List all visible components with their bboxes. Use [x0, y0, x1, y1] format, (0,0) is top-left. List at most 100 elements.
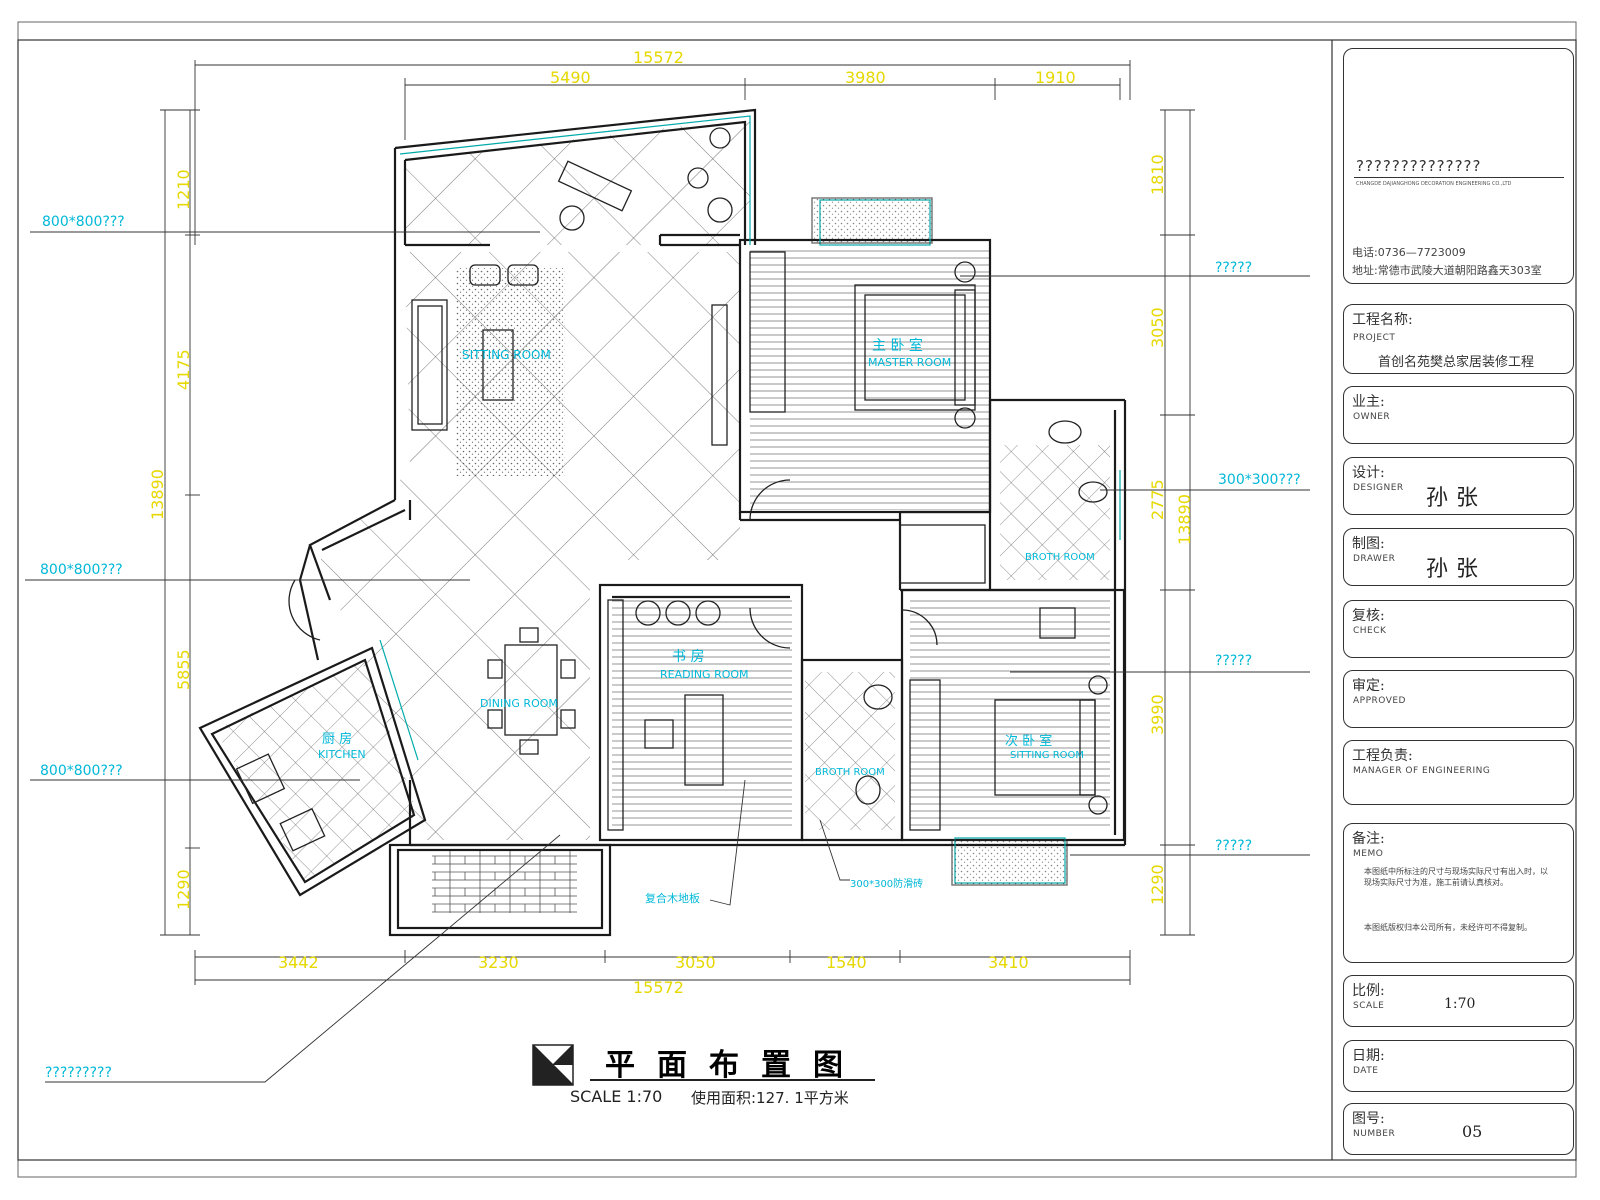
dim-left-part: 5855	[174, 649, 193, 690]
balcony-top-floor	[405, 118, 750, 245]
living-rug	[455, 268, 565, 476]
drawing-area: 使用面积:127. 1平方米	[691, 1089, 849, 1107]
dim-right-part: 2775	[1148, 479, 1167, 520]
scale-label-en: SCALE	[1353, 1001, 1385, 1011]
drawer-box: 制图: DRAWER 孙张	[1343, 528, 1574, 586]
dim-bottom-part: 3050	[675, 953, 716, 972]
room-label-living: SITTING ROOM	[462, 348, 551, 362]
memo-box: 备注: MEMO 本图纸中所标注的尺寸与现场实际尺寸有出入时，以现场实际尺寸为准…	[1343, 823, 1574, 963]
plant-icon	[707, 197, 733, 223]
bath1-floor	[1000, 445, 1110, 580]
bath1-toilet	[1078, 481, 1108, 503]
annotation-floor-tile: 800*800???	[40, 763, 123, 779]
room-label-reading-cn: 书 房	[672, 649, 705, 665]
bath1-sink	[1048, 420, 1082, 444]
dim-bottom-part: 3410	[988, 953, 1029, 972]
project-label-en: PROJECT	[1353, 333, 1396, 343]
approved-label: 审定:	[1352, 678, 1385, 694]
memo-label-en: MEMO	[1353, 849, 1384, 859]
memo-text: 本图纸中所标注的尺寸与现场实际尺寸有出入时，以现场实际尺寸为准，施工前请认真核对…	[1364, 867, 1548, 887]
dim-right-part: 3050	[1148, 307, 1167, 348]
dim-top-total: 15572	[633, 48, 684, 67]
annotation-balcony: ?????????	[45, 1065, 112, 1081]
room-label-bath2: BROTH ROOM	[815, 767, 885, 778]
number-box: 图号: NUMBER 05	[1343, 1103, 1574, 1155]
kitchen-stove	[235, 753, 286, 805]
approved-label-en: APPROVED	[1353, 696, 1406, 706]
room-label-second: SITTING ROOM	[1010, 750, 1085, 761]
kitchen-sink	[279, 807, 326, 852]
number-value: 05	[1462, 1122, 1483, 1141]
dim-right-total: 13890	[1175, 494, 1194, 545]
dim-top-part: 3980	[845, 68, 886, 87]
dim-right-part: 3990	[1148, 694, 1167, 735]
date-box: 日期: DATE	[1343, 1040, 1574, 1092]
dim-top-part: 5490	[550, 68, 591, 87]
furniture	[235, 127, 1108, 852]
bath2-toilet	[855, 775, 881, 805]
plan-floor	[215, 118, 1110, 913]
note-antislip-tile: 300*300防滑砖	[850, 879, 924, 890]
designer-label-en: DESIGNER	[1353, 483, 1404, 493]
kitchen-floor	[215, 660, 418, 880]
dining-table	[504, 644, 558, 736]
check-box: 复核: CHECK	[1343, 600, 1574, 658]
number-label: 图号:	[1352, 1111, 1385, 1127]
tv-cabinet	[711, 304, 728, 446]
dim-left-total: 13890	[148, 469, 167, 520]
sheet-inner-frame	[17, 39, 1577, 1161]
drawing-scale: SCALE 1:70	[570, 1087, 663, 1106]
company-box: ?????????????? CHANGDE DAJIANGHONG DECOR…	[1343, 48, 1574, 284]
memo-text: 本图纸版权归本公司所有，未经许可不得复制。	[1364, 923, 1532, 932]
manager-box: 工程负责: MANAGER OF ENGINEERING	[1343, 740, 1574, 805]
company-name: ??????????????	[1356, 157, 1482, 175]
scale-label: 比例:	[1352, 983, 1385, 999]
living-dining-floor	[320, 252, 740, 840]
designer-value: 孙张	[1426, 486, 1487, 511]
second-bedroom-floor	[910, 600, 1110, 828]
approved-box: 审定: APPROVED	[1343, 670, 1574, 728]
annotation-second: ?????	[1215, 653, 1253, 669]
annotation-bottom: ?????	[1215, 838, 1253, 854]
drawer-label: 制图:	[1352, 536, 1385, 552]
sofa-left	[411, 299, 448, 431]
owner-box: 业主: OWNER	[1343, 386, 1574, 444]
check-label-en: CHECK	[1353, 626, 1387, 636]
project-box: 工程名称: PROJECT 首创名苑樊总家居装修工程	[1343, 304, 1574, 374]
scale-value: 1:70	[1444, 996, 1476, 1012]
dim-bottom-total: 15572	[633, 978, 684, 997]
company-address: 地址:常德市武陵大道朝阳路鑫天303室	[1352, 264, 1542, 277]
room-label-master-cn: 主 卧 室	[872, 338, 923, 354]
owner-label: 业主:	[1352, 394, 1385, 410]
annotation-floor-tile: 800*800???	[42, 214, 125, 230]
project-value: 首创名苑樊总家居装修工程	[1378, 355, 1535, 370]
dim-left-part: 1290	[174, 869, 193, 910]
number-label-en: NUMBER	[1353, 1129, 1396, 1139]
bath2-sink	[863, 684, 893, 710]
dimension-lines	[160, 60, 1195, 985]
designer-label: 设计:	[1352, 465, 1385, 481]
drawing-title: 平面布置图	[605, 1048, 865, 1083]
master-wardrobe	[749, 251, 786, 413]
dim-bottom-part: 3442	[278, 953, 319, 972]
drawer-value: 孙张	[1426, 557, 1487, 582]
dim-left-part: 4175	[174, 349, 193, 390]
coffee-table	[482, 329, 514, 401]
dim-right-part: 1810	[1148, 154, 1167, 195]
bay-windows	[811, 197, 1068, 886]
annotation-floor-tile: 800*800???	[40, 562, 123, 578]
date-label: 日期:	[1352, 1048, 1385, 1064]
room-label-kitchen: KITCHEN	[318, 748, 366, 761]
date-label-en: DATE	[1353, 1066, 1379, 1076]
memo-label: 备注:	[1352, 831, 1385, 847]
bath2-floor	[805, 672, 895, 830]
drawer-label-en: DRAWER	[1353, 554, 1396, 564]
manager-label-en: MANAGER OF ENGINEERING	[1353, 766, 1491, 776]
dim-bottom-part: 1540	[826, 953, 867, 972]
note-wood-floor: 复合木地板	[645, 892, 700, 905]
reading-desk	[684, 694, 724, 786]
room-label-second-cn: 次 卧 室	[1005, 734, 1053, 749]
room-label-master: MASTER ROOM	[868, 356, 952, 369]
dim-right-part: 1290	[1148, 864, 1167, 905]
